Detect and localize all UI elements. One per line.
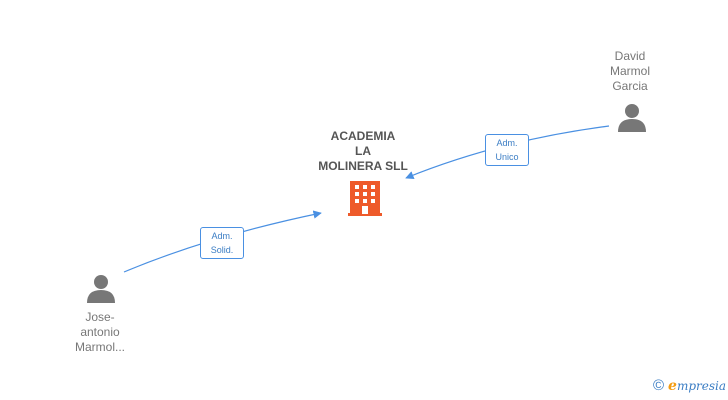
person-name-line: David bbox=[614, 49, 646, 63]
role-line: Adm. bbox=[211, 231, 233, 241]
person-label-david[interactable]: David Marmol Garcia bbox=[594, 49, 666, 94]
person-name-line: Marmol... bbox=[74, 340, 125, 354]
building-icon[interactable] bbox=[348, 181, 382, 216]
brand-logo[interactable]: empresia bbox=[668, 378, 726, 394]
person-name-line: Marmol bbox=[609, 64, 650, 78]
company-name[interactable]: ACADEMIA LA MOLINERA SLL bbox=[306, 129, 420, 174]
person-name-line: antonio bbox=[80, 325, 120, 339]
role-badge-david: Adm. Unico bbox=[485, 134, 529, 166]
person-icon[interactable] bbox=[87, 275, 115, 303]
role-badge-jose: Adm. Solid. bbox=[200, 227, 244, 259]
brand-initial: e bbox=[668, 377, 677, 394]
brand-name: mpresia bbox=[676, 378, 726, 393]
person-label-jose[interactable]: Jose- antonio Marmol... bbox=[64, 310, 136, 355]
company-name-line: MOLINERA SLL bbox=[318, 159, 408, 173]
role-line: Unico bbox=[495, 152, 519, 162]
role-line: Adm. bbox=[496, 138, 518, 148]
copyright-icon: © bbox=[652, 377, 665, 394]
brand-footer: © empresia bbox=[653, 377, 726, 394]
company-name-line: LA bbox=[355, 144, 371, 158]
person-name-line: Jose- bbox=[85, 310, 115, 324]
person-icon[interactable] bbox=[618, 104, 646, 132]
person-name-line: Garcia bbox=[612, 79, 648, 93]
company-name-line: ACADEMIA bbox=[330, 129, 396, 143]
role-line: Solid. bbox=[210, 245, 234, 255]
